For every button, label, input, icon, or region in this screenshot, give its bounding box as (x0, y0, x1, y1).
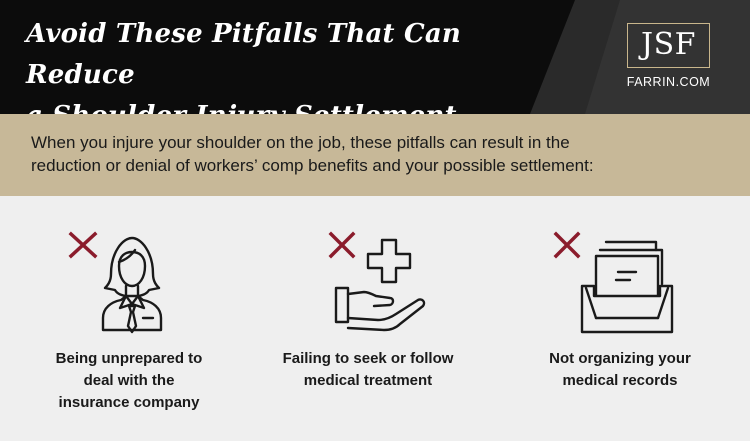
caption-line-2: medical treatment (303, 372, 433, 389)
pitfall-icon-group (553, 231, 674, 334)
intro-line-2: reduction or denial of workers’ comp ben… (31, 156, 594, 175)
page-title: Avoid These Pitfalls That Can Reduce a S… (26, 14, 546, 114)
header-background (0, 0, 750, 114)
logo-url: FARRIN.COM (626, 75, 711, 89)
title-line-1: Avoid These Pitfalls That Can Reduce (26, 19, 462, 90)
intro-band: When you injure your shoulder on the job… (0, 114, 750, 196)
caption-line-1: Being unprepared to (55, 350, 203, 367)
caption-line-1: Failing to seek or follow (282, 350, 454, 367)
x-mark-icon (553, 231, 581, 259)
x-mark-icon (328, 231, 356, 259)
x-mark-icon (68, 231, 98, 259)
header-banner: Avoid These Pitfalls That Can Reduce a S… (0, 0, 750, 114)
intro-text: When you injure your shoulder on the job… (31, 131, 731, 177)
intro-line-1: When you injure your shoulder on the job… (31, 133, 570, 152)
caption-line-2: deal with the (83, 372, 175, 389)
title-line-2: a Shoulder Injury Settlement (26, 101, 457, 114)
pitfall-caption: Failing to seek or follow medical treatm… (268, 348, 468, 392)
pitfall-unprepared: Being unprepared to deal with the insura… (19, 222, 239, 422)
jsf-logo: JSF (627, 23, 710, 68)
caption-line-2: medical records (562, 372, 678, 389)
records-tray-icon (580, 240, 674, 334)
pitfall-icon-group (68, 231, 163, 334)
medical-cross-icon (366, 238, 412, 284)
pitfall-medical-treatment: Failing to seek or follow medical treatm… (268, 222, 488, 422)
caption-line-3: insurance company (58, 394, 200, 411)
pitfall-caption: Not organizing your medical records (520, 348, 720, 392)
caption-line-1: Not organizing your (549, 350, 691, 367)
worker-icon (101, 236, 163, 334)
open-hand-icon (334, 286, 426, 332)
pitfall-records: Not organizing your medical records (520, 222, 740, 422)
pitfall-icon-group (328, 231, 426, 332)
pitfall-caption: Being unprepared to deal with the insura… (19, 348, 239, 414)
